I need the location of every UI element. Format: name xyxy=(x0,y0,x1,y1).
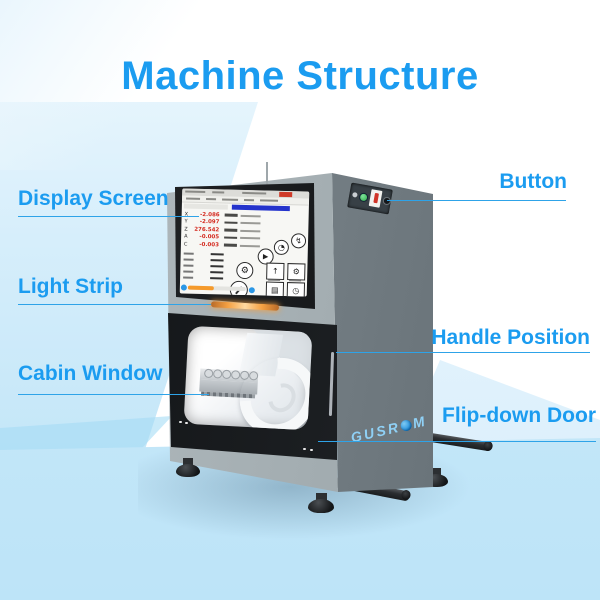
milling-progress-bar xyxy=(187,285,246,292)
background-topleft-tint xyxy=(0,0,220,170)
rocker-switch[interactable] xyxy=(368,189,383,208)
rocker-switch-red-toggle xyxy=(372,192,379,204)
door-led xyxy=(179,421,182,423)
settings-gear-icon[interactable]: ⚙ xyxy=(287,263,306,281)
axis-value: -2.097 xyxy=(199,218,220,226)
cabin-window xyxy=(183,325,313,431)
door-led xyxy=(310,449,313,451)
machine-foot-front-left xyxy=(176,458,200,480)
progress-bar-blue xyxy=(231,204,290,212)
display-screen[interactable]: X -2.086 Y -2.097 Z 276.542 A -0.005 C -… xyxy=(179,188,310,297)
refresh-icon[interactable] xyxy=(180,284,187,291)
close-icon[interactable] xyxy=(279,191,293,198)
axis-value: -0.003 xyxy=(199,241,220,248)
gear-icon[interactable]: ⚙ xyxy=(236,261,254,280)
front-panel-seam xyxy=(266,162,268,190)
machine-foot-front-right xyxy=(308,493,334,517)
label-button: Button xyxy=(499,170,567,193)
bolt-icon[interactable]: ↯ xyxy=(290,233,307,249)
status-row xyxy=(183,276,228,282)
axis-table-header xyxy=(183,203,228,210)
axis-label: Y xyxy=(184,218,188,225)
up-arrow-icon[interactable]: ↑ xyxy=(266,262,285,280)
axis-label: A xyxy=(184,233,188,240)
foot-stem xyxy=(183,458,193,466)
axis-label: Z xyxy=(184,226,188,233)
power-button-green[interactable] xyxy=(358,192,369,203)
leader-line-flip-down-door xyxy=(318,441,596,442)
milling-progress-fill xyxy=(187,285,214,291)
door-led xyxy=(303,448,306,450)
leader-line-light-strip xyxy=(18,304,211,305)
label-cabin-window: Cabin Window xyxy=(18,362,163,385)
leader-line-button xyxy=(387,200,566,201)
axis-value: -0.005 xyxy=(199,233,220,241)
label-display-screen: Display Screen xyxy=(18,187,169,210)
clock-icon[interactable]: ◷ xyxy=(286,282,306,297)
foot-stem xyxy=(431,468,441,476)
axis-label: C xyxy=(183,241,188,248)
door-led xyxy=(185,422,188,424)
foot-dome xyxy=(308,499,334,513)
refresh-icon[interactable] xyxy=(248,287,255,294)
foot-stem xyxy=(316,493,327,501)
leader-line-display-screen xyxy=(18,216,199,217)
label-light-strip: Light Strip xyxy=(18,275,123,298)
axis-value: 276.542 xyxy=(194,226,220,233)
keyhole-icon xyxy=(352,191,358,198)
label-flip-down-door: Flip-down Door xyxy=(442,404,596,427)
foot-dome xyxy=(176,464,200,477)
dial-icon[interactable]: ◔ xyxy=(273,239,290,256)
label-handle-position: Handle Position xyxy=(431,326,590,349)
leader-line-cabin-window xyxy=(18,394,209,395)
leader-line-handle-position xyxy=(336,352,590,353)
axis-row: C -0.003 xyxy=(184,241,264,250)
page-title: Machine Structure xyxy=(121,54,479,98)
document-icon[interactable]: ▤ xyxy=(265,281,285,297)
